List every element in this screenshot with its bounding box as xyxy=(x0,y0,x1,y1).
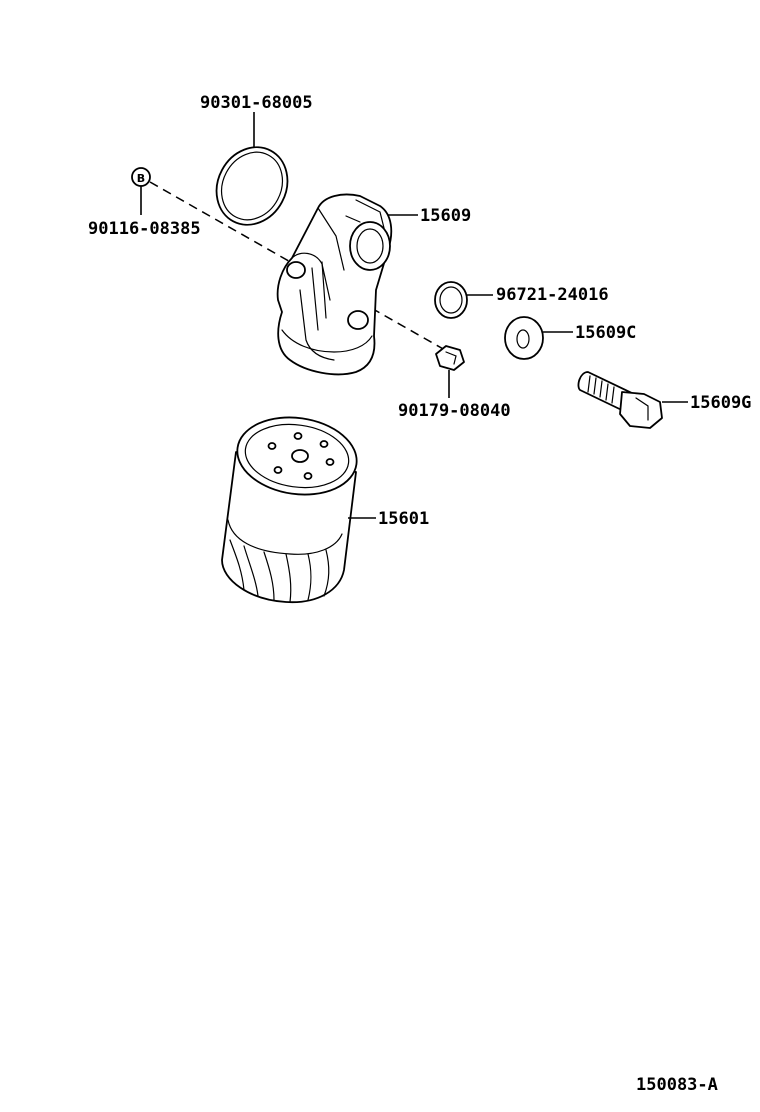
label-oil-filter[interactable]: 15601 xyxy=(378,509,429,529)
label-gasket-small[interactable]: 96721-24016 xyxy=(496,285,609,305)
oil-filter-part[interactable] xyxy=(221,410,362,603)
label-oring-top[interactable]: 90301-68005 xyxy=(200,93,313,113)
diagram-id: 150083-A xyxy=(636,1075,718,1095)
label-bolt-b[interactable]: 90116-08385 xyxy=(88,219,201,239)
oring-top-part[interactable] xyxy=(203,135,301,238)
label-union-bolt[interactable]: 15609G xyxy=(690,393,751,413)
nut-part[interactable] xyxy=(435,345,465,371)
bolt-b-marker-letter: B xyxy=(137,172,145,185)
bolt-b-marker[interactable]: B xyxy=(131,167,151,187)
label-nut[interactable]: 90179-08040 xyxy=(398,401,511,421)
washer-part[interactable] xyxy=(504,316,544,360)
union-bolt-part[interactable] xyxy=(577,371,663,429)
gasket-small-part[interactable] xyxy=(434,281,468,319)
label-washer[interactable]: 15609C xyxy=(575,323,636,343)
label-bracket[interactable]: 15609 xyxy=(420,206,471,226)
bracket-part[interactable] xyxy=(276,193,393,376)
